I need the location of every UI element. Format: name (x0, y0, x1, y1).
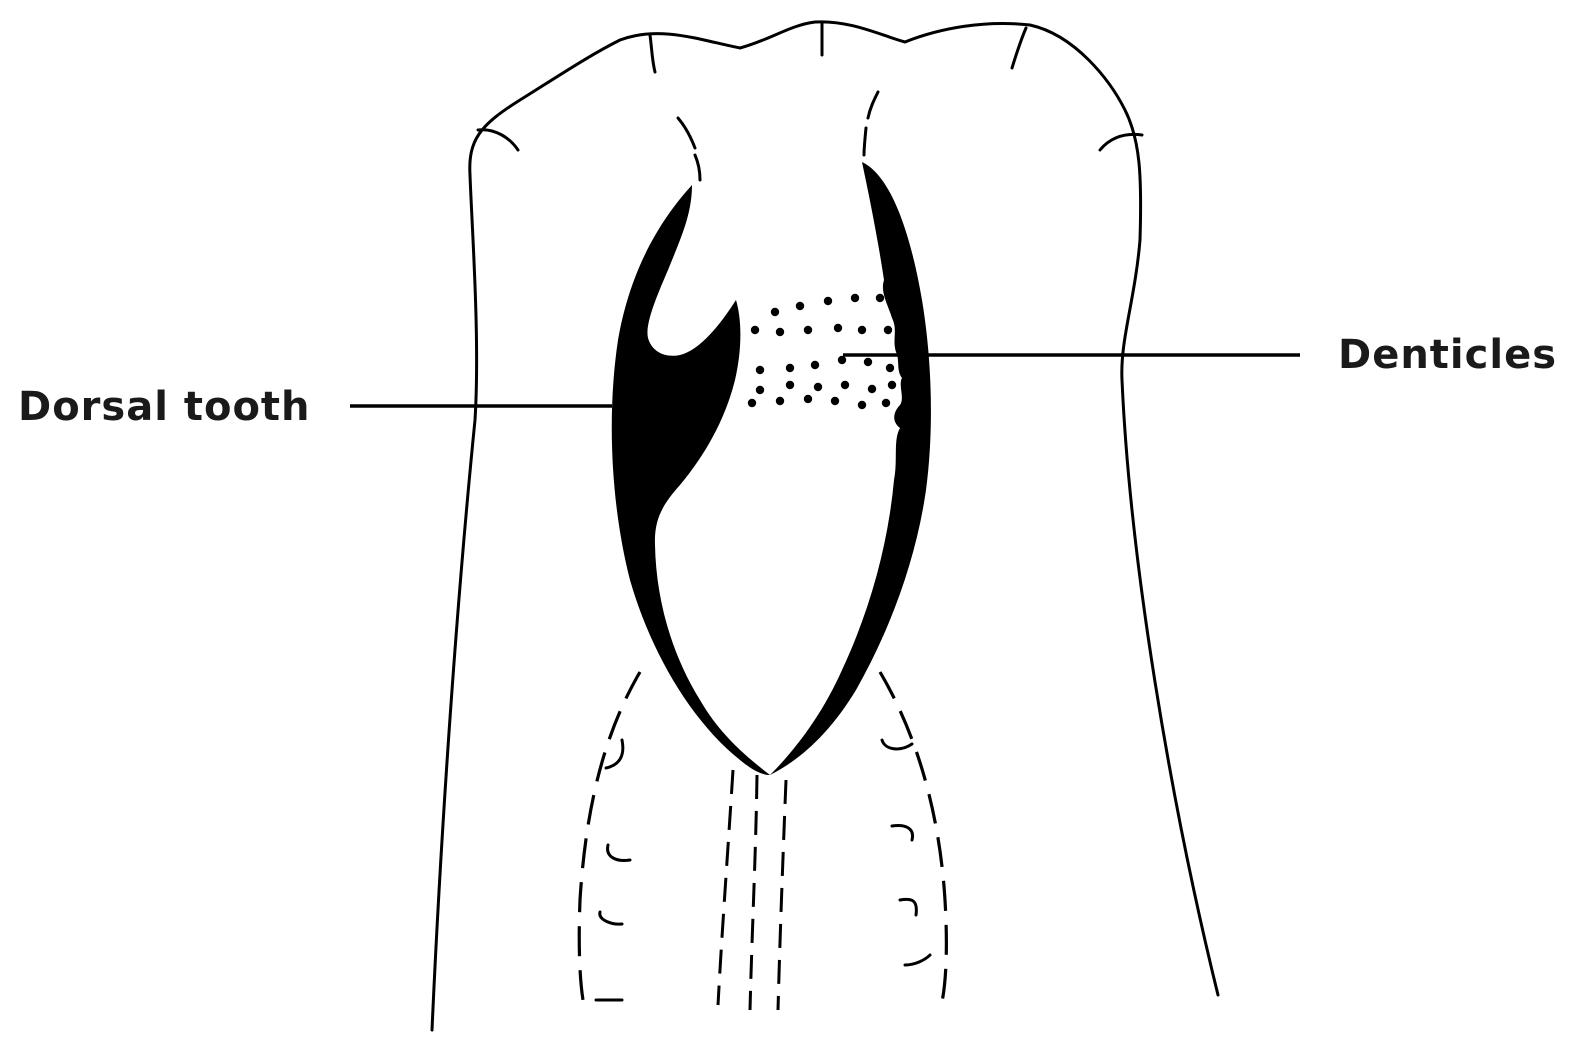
denticle-dot (771, 308, 779, 316)
denticle-dot (776, 397, 784, 405)
denticle-dot (884, 326, 892, 334)
stoma-dashes-upper (678, 92, 878, 180)
denticle-dot (756, 366, 764, 374)
denticle-dot (786, 364, 794, 372)
denticle-dot (876, 294, 884, 302)
denticle-dot (868, 385, 876, 393)
denticle-dot (804, 326, 812, 334)
denticles-label: Denticles (1338, 332, 1557, 378)
lower-dashed-structures (579, 672, 946, 1010)
denticle-dot (804, 395, 812, 403)
denticle-dot (748, 399, 756, 407)
denticle-dot (858, 401, 866, 409)
buccal-capsule (612, 162, 931, 775)
body-outline (432, 22, 1218, 1030)
denticle-dot (811, 361, 819, 369)
denticle-dot (882, 399, 890, 407)
denticle-dot (824, 297, 832, 305)
denticle-dot (886, 364, 894, 372)
denticle-dot (751, 326, 759, 334)
denticle-dot (841, 381, 849, 389)
dorsal-tooth-label: Dorsal tooth (18, 384, 311, 430)
denticle-dot (831, 397, 839, 405)
denticle-dot (864, 358, 872, 366)
denticle-dot (786, 381, 794, 389)
denticle-dot (756, 386, 764, 394)
denticle-dot (834, 324, 842, 332)
denticle-dot (858, 326, 866, 334)
denticle-dot (776, 328, 784, 336)
denticles-dots (748, 294, 896, 409)
denticle-dot (838, 356, 846, 364)
denticle-dot (851, 294, 859, 302)
denticle-dot (814, 383, 822, 391)
denticle-dot (796, 302, 804, 310)
denticle-dot (888, 381, 896, 389)
